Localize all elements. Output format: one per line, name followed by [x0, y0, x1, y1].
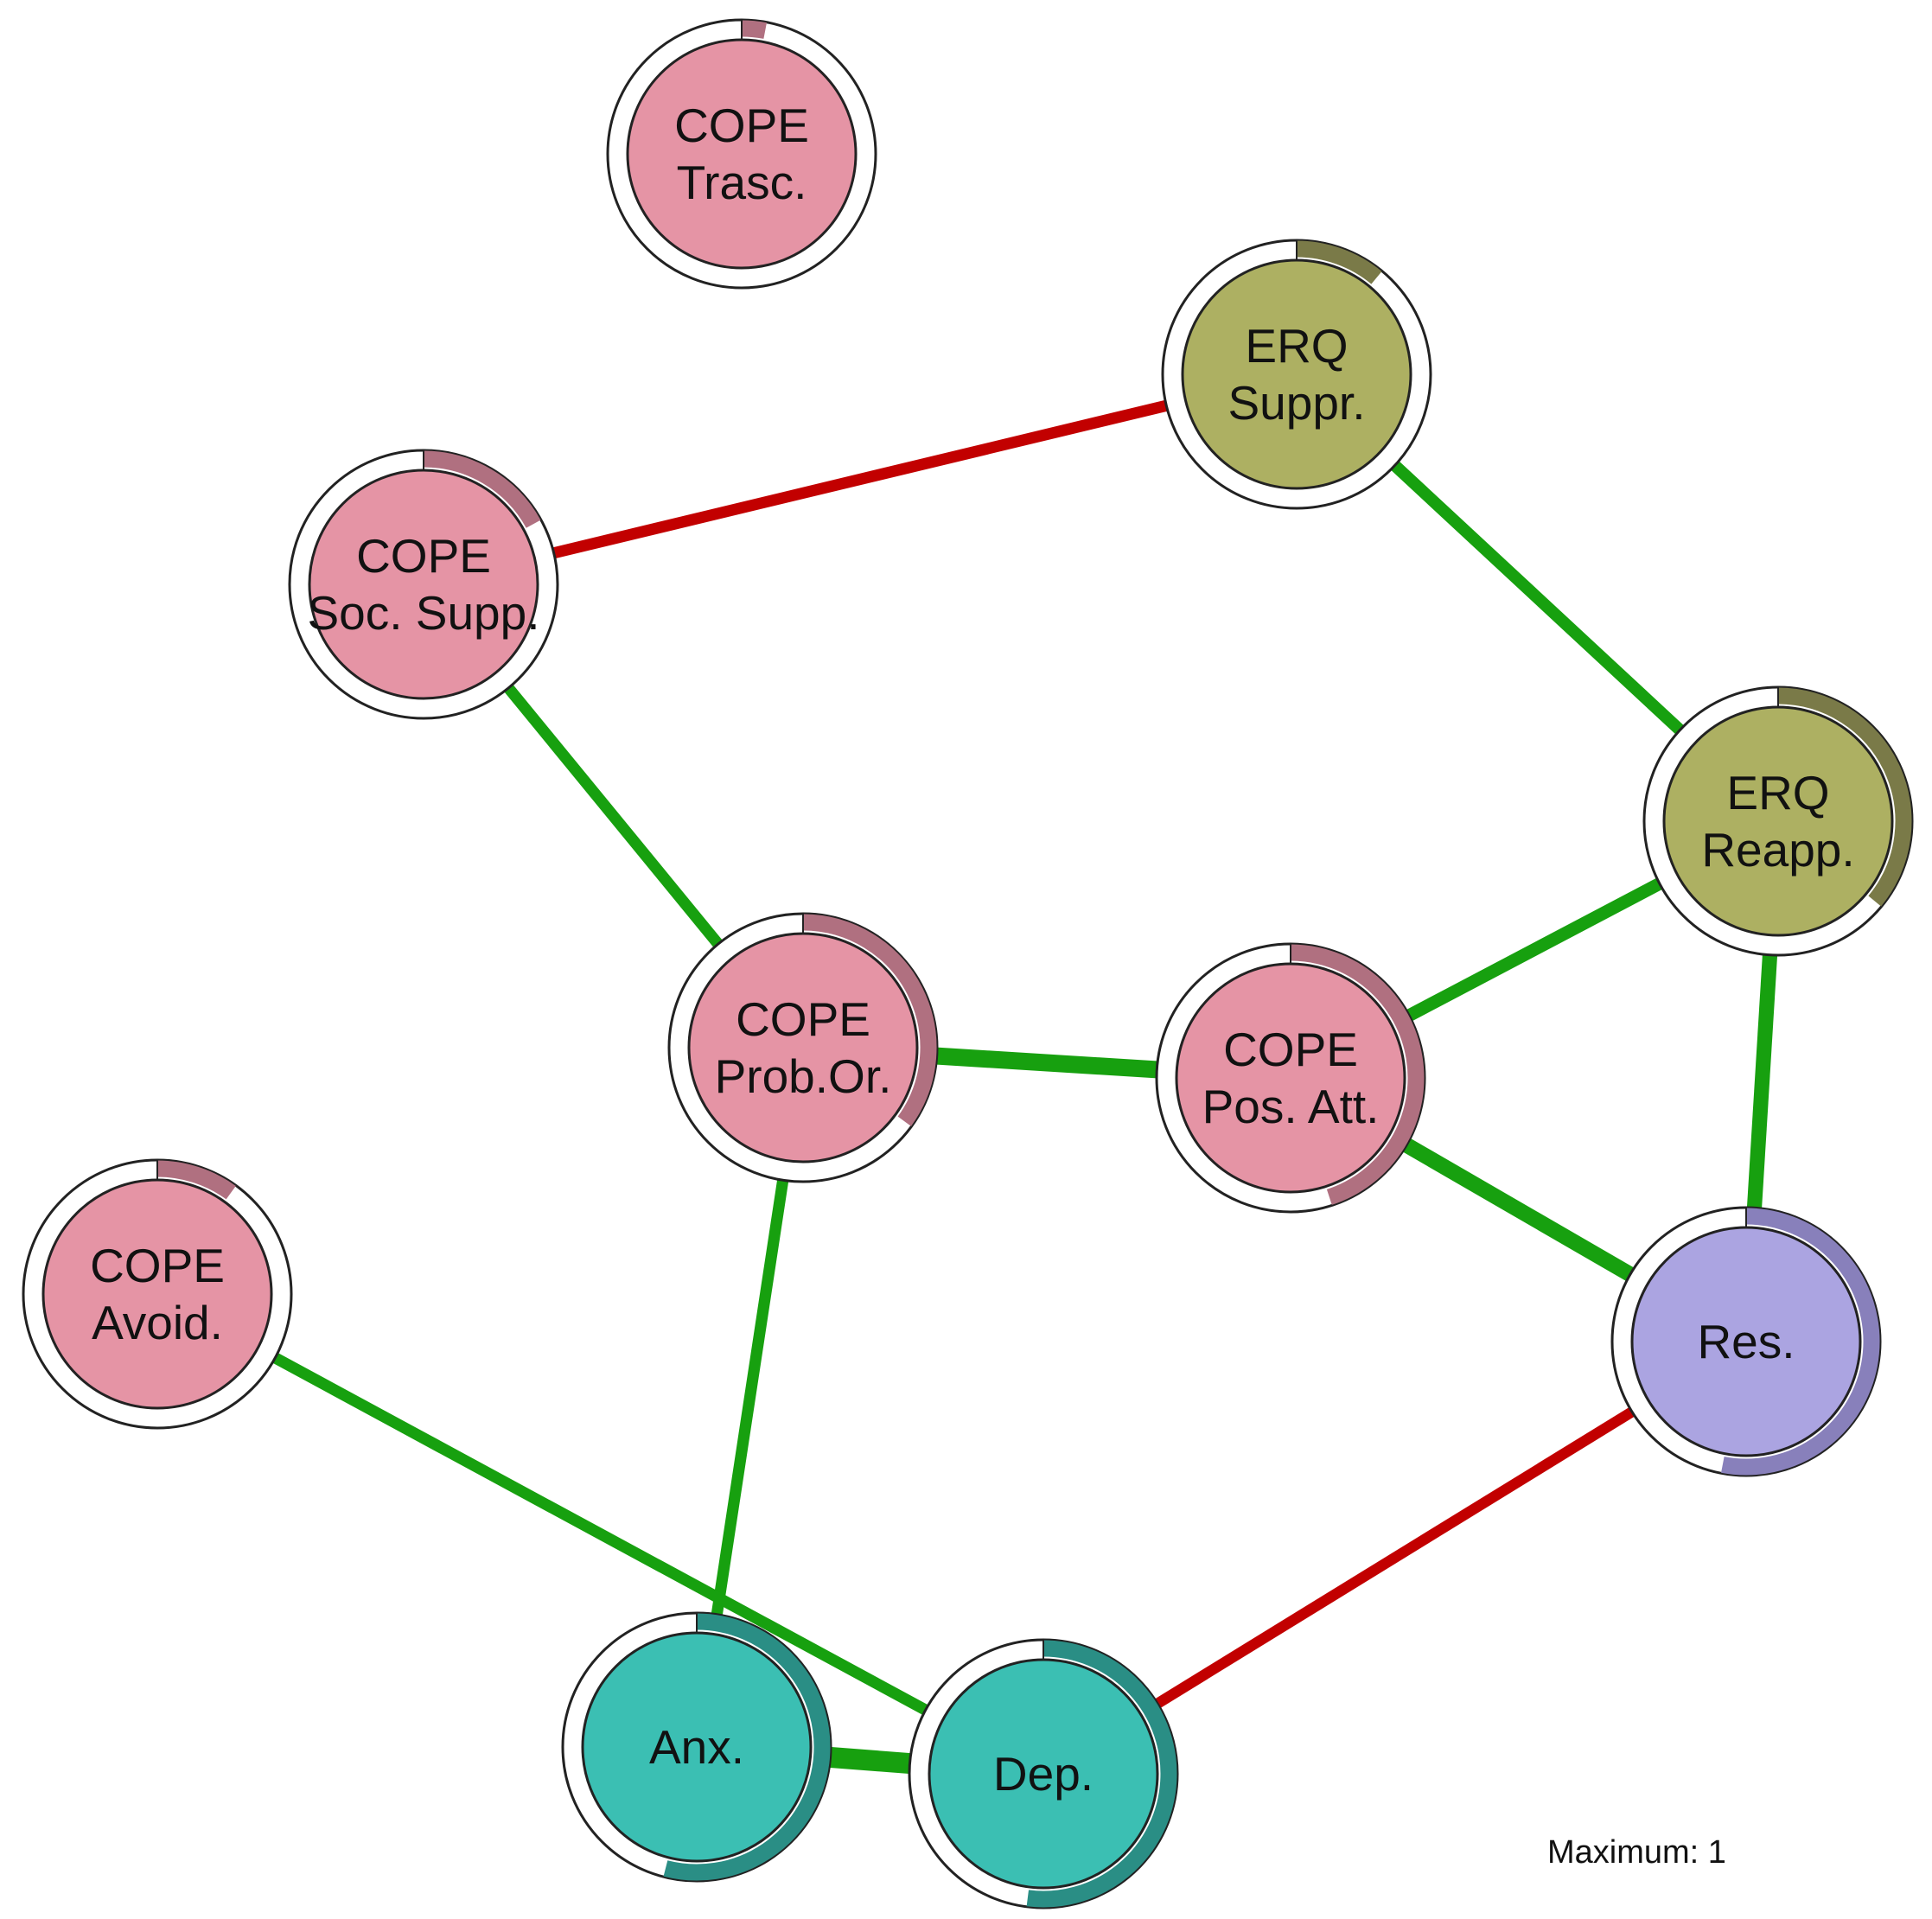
node-label: COPE	[674, 99, 809, 152]
node-fill	[928, 1658, 1159, 1890]
predictability-arc	[663, 1613, 831, 1881]
node-fill	[41, 1178, 273, 1410]
predictability-arc	[1290, 944, 1425, 1205]
edge-cope_socsupp-erq_suppr	[422, 368, 1298, 590]
node-label: ERQ	[1245, 319, 1348, 373]
edge-cope_avoid-dep	[154, 1289, 1047, 1779]
predictability-arc	[1721, 1208, 1880, 1476]
node-label: Prob.Or.	[715, 1049, 892, 1103]
node-label: Soc. Supp.	[307, 586, 539, 640]
node-label: Suppr.	[1227, 376, 1365, 430]
node-label: COPE	[90, 1239, 225, 1292]
predictability-arc	[156, 1160, 236, 1200]
node-label: ERQ	[1726, 766, 1829, 819]
edge-res-dep	[1040, 1336, 1750, 1779]
predictability-arc	[1777, 687, 1912, 907]
node-label: Avoid.	[92, 1296, 223, 1349]
predictability-arc	[423, 450, 541, 528]
node-dep: Dep.	[908, 1638, 1179, 1909]
node-label: COPE	[356, 529, 491, 583]
node-label: Pos. Att.	[1202, 1080, 1380, 1133]
node-anx: Anx.	[561, 1611, 832, 1883]
node-fill	[687, 932, 919, 1164]
predictability-arc	[1296, 240, 1382, 284]
node-label: Reapp.	[1701, 823, 1854, 877]
predictability-arc	[741, 20, 767, 39]
predictability-arc	[802, 914, 937, 1126]
node-label: Anx.	[649, 1720, 744, 1774]
node-fill	[1175, 962, 1406, 1194]
node-label: COPE	[1223, 1023, 1358, 1076]
node-label: COPE	[736, 992, 870, 1046]
node-label: Res.	[1697, 1315, 1795, 1368]
node-fill	[626, 38, 858, 270]
node-fill	[581, 1631, 813, 1863]
maximum-caption: Maximum: 1	[1547, 1834, 1726, 1871]
node-label: Dep.	[993, 1747, 1094, 1801]
node-label: Trasc.	[677, 156, 807, 209]
node-fill	[1181, 258, 1412, 490]
node-res: Res.	[1610, 1206, 1882, 1477]
node-fill	[1630, 1226, 1862, 1457]
node-fill	[1662, 705, 1894, 937]
node-fill	[308, 469, 539, 700]
predictability-arc	[1026, 1640, 1177, 1908]
